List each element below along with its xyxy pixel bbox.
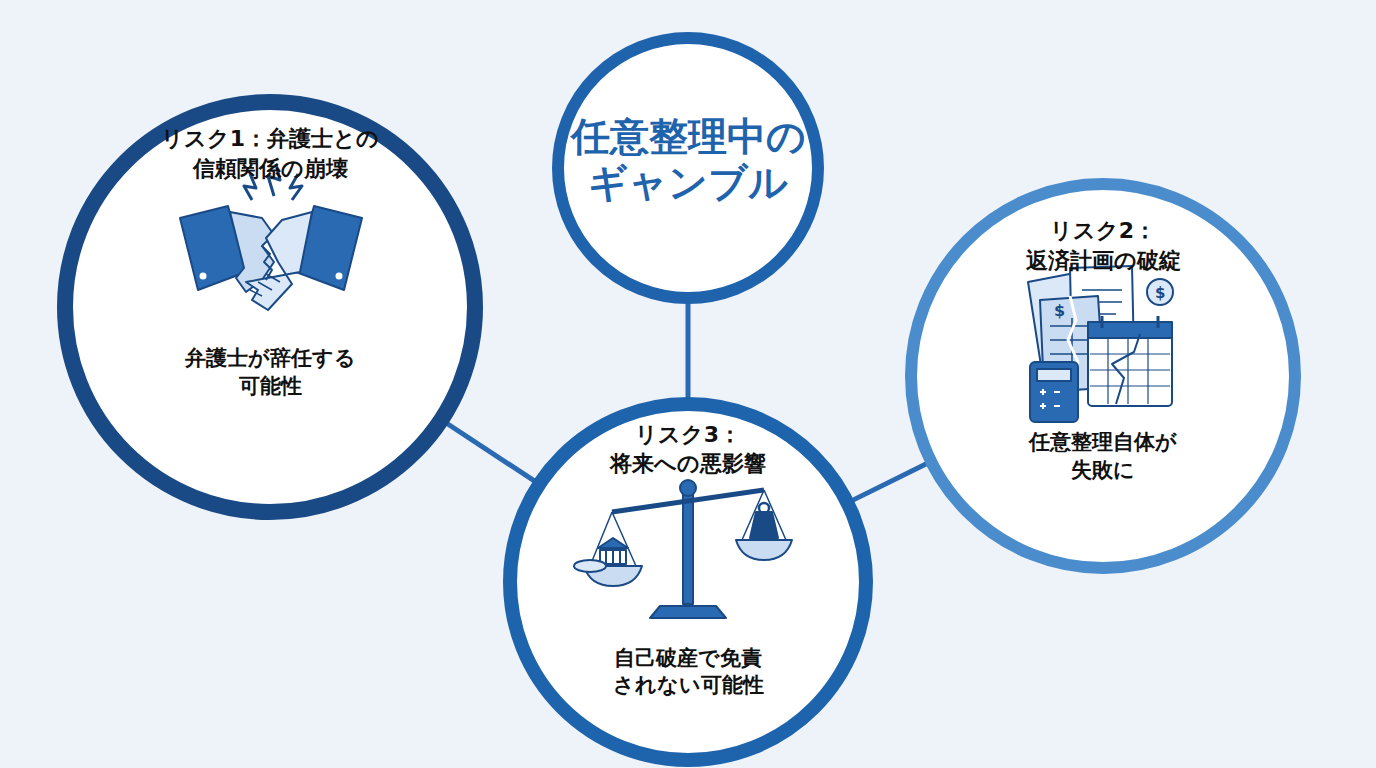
risk-heading: リスク2： 返済計画の破綻 — [998, 216, 1208, 275]
documents-icon: $ $ — [1028, 266, 1173, 422]
circle-shape — [65, 102, 475, 512]
risk-circle: リスク1：弁護士との 信頼関係の崩壊弁護士が辞任する 可能性 — [57, 94, 483, 520]
risk-description: 任意整理自体が 失敗に — [1008, 428, 1198, 485]
scale-icon — [574, 480, 792, 618]
risk-description: 自己破産で免責 されない可能性 — [593, 645, 783, 700]
svg-text:$: $ — [1155, 284, 1165, 302]
connector-line — [852, 463, 928, 500]
risk-description: 弁護士が辞任する 可能性 — [172, 344, 368, 401]
risk-circle: リスク2： 返済計画の破綻任意整理自体が 失敗に — [905, 178, 1301, 574]
svg-text:$: $ — [1054, 301, 1065, 320]
circle-shape — [911, 184, 1295, 568]
risk-heading: リスク3： 将来への悪影響 — [588, 421, 788, 478]
risk-heading: リスク1：弁護士との 信頼関係の崩壊 — [139, 124, 401, 183]
risk-circle: リスク3： 将来への悪影響自己破産で免責 されない可能性 — [503, 397, 873, 767]
topic-title: 任意整理中の ギャンブル — [546, 114, 830, 207]
connector-line — [686, 302, 691, 399]
handshake-icon — [180, 164, 362, 310]
circle-shape — [510, 404, 866, 760]
topic-circle: 任意整理中の ギャンブル — [552, 32, 824, 304]
connector-line — [446, 423, 535, 481]
